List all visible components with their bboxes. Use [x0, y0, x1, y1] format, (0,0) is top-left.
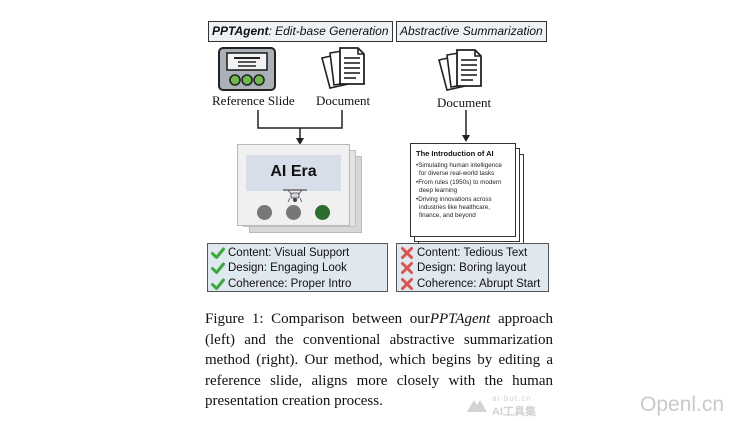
slide-dot-1 [257, 205, 272, 220]
cross-text-content: Content: Tedious Text [417, 246, 528, 259]
bullet-1-line-2: for diverse real-world tasks [419, 169, 495, 177]
bullet-3: •Driving innovations across industries l… [416, 196, 512, 219]
right-header-text: Abstractive Summarization [400, 24, 543, 38]
left-document-icon [321, 47, 365, 89]
watermark-logo-icon [467, 400, 487, 412]
reference-slide-icon [218, 47, 276, 91]
right-slide: The Introduction of AI •Simulating human… [410, 143, 516, 237]
cross-icon [401, 277, 413, 290]
check-icon [211, 278, 225, 290]
slide-title-banner [246, 155, 341, 191]
watermark-site-top: ai-bot.cn [492, 394, 532, 403]
check-text-content: Content: Visual Support [228, 246, 350, 259]
cross-row-coherence: Coherence: Abrupt Start [397, 276, 548, 292]
cross-icon [401, 246, 413, 259]
right-slide-title: The Introduction of AI [416, 149, 494, 158]
left-header-bold: PPTAgent [212, 24, 269, 38]
cross-row-content: Content: Tedious Text [397, 245, 548, 261]
slide-dot-2 [286, 205, 301, 220]
check-text-design: Design: Engaging Look [228, 262, 347, 275]
right-crosslist: Content: Tedious Text Design: Boring lay… [396, 243, 549, 292]
left-header-rest: : Edit-base Generation [268, 24, 389, 38]
bullet-2: •From rules (1950s) to modern deep learn… [416, 179, 512, 194]
reference-slide-label: Reference Slide [212, 93, 295, 108]
bullet-3-line-2: industries like healthcare, [419, 203, 491, 211]
bullet-2-line-2: deep learning [419, 186, 458, 194]
slide-title: AI Era [270, 163, 317, 180]
bullet-1: •Simulating human intelligence for diver… [416, 162, 512, 177]
watermark-site-bottom: AI工具集 [492, 406, 536, 418]
cross-text-coherence: Coherence: Abrupt Start [417, 277, 541, 290]
left-panel-header: PPTAgent: Edit-base Generation [208, 21, 393, 42]
watermark-openl: Openl.cn [640, 393, 725, 416]
cross-icon [401, 262, 413, 275]
right-slide-bullets: •Simulating human intelligence for diver… [416, 162, 512, 219]
check-icon [211, 247, 225, 259]
right-panel-header: Abstractive Summarization [396, 21, 547, 42]
figure-caption: Figure 1: Comparison between ourPPTAgent… [205, 309, 553, 412]
caption-prefix: Figure 1: Comparison between our [205, 311, 430, 327]
right-document-icon [438, 49, 482, 91]
cross-text-design: Design: Boring layout [417, 262, 527, 275]
slide-dot-3 [315, 205, 330, 220]
check-row-content: Content: Visual Support [208, 245, 387, 261]
left-checklist: Content: Visual Support Design: Engaging… [207, 243, 388, 292]
bullet-1-line-1: •Simulating human intelligence [416, 162, 502, 169]
left-document-label: Document [316, 93, 371, 108]
check-text-coherence: Coherence: Proper Intro [228, 277, 352, 290]
bullet-2-line-1: •From rules (1950s) to modern [416, 179, 502, 187]
caption-suffix: approach (left) and the conventional abs… [205, 311, 553, 409]
cross-row-design: Design: Boring layout [397, 261, 548, 277]
check-row-coherence: Coherence: Proper Intro [208, 276, 387, 292]
left-slide: AI Era [237, 144, 350, 226]
bullet-3-line-3: finance, and beyond [419, 211, 476, 219]
drone-icon [283, 189, 307, 203]
check-row-design: Design: Engaging Look [208, 261, 387, 277]
bullet-3-line-1: •Driving innovations across [416, 196, 492, 204]
right-document-label: Document [437, 95, 492, 110]
caption-emph: PPTAgent [429, 311, 491, 327]
check-icon [211, 262, 225, 275]
